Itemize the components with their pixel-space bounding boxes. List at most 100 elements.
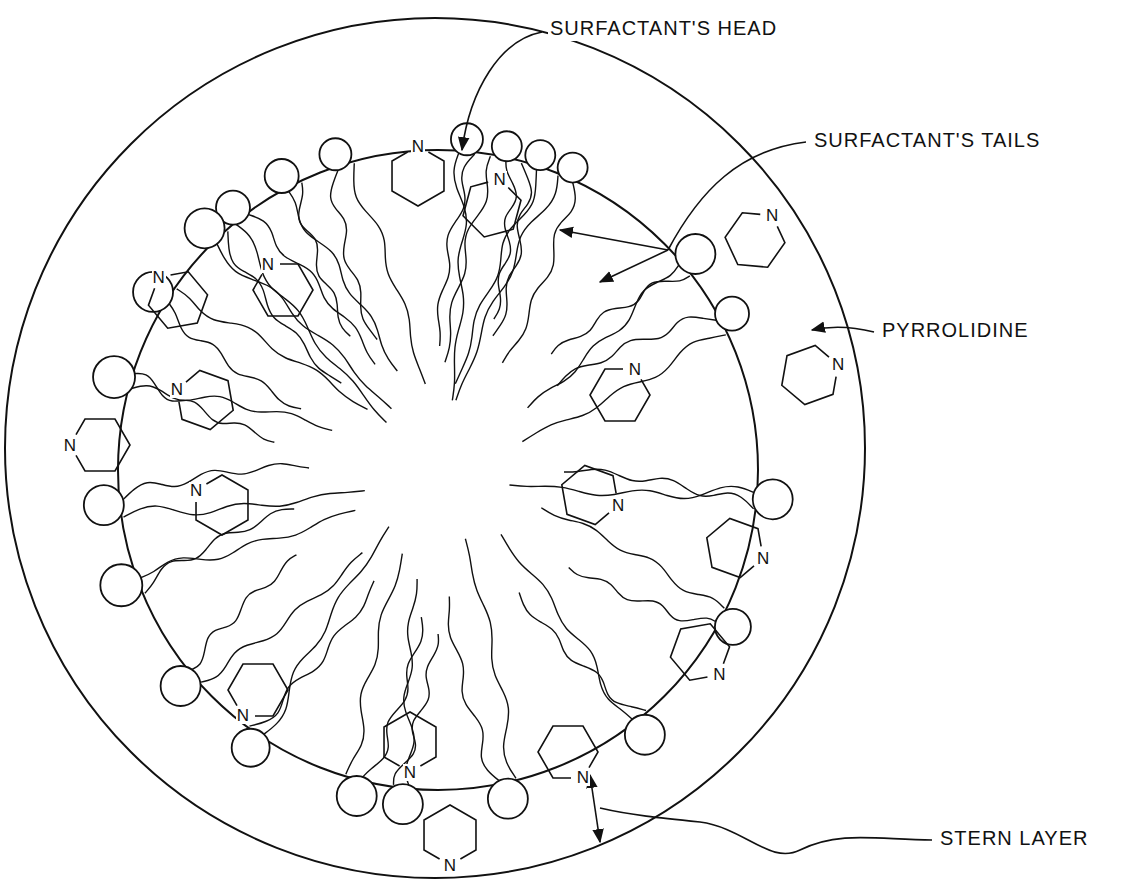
hexagon-outline [582, 357, 658, 433]
surfactant-head [161, 666, 201, 706]
surfactant-tail [551, 276, 690, 354]
ring-bonds [424, 805, 476, 859]
stern-thickness-arrow [590, 775, 600, 842]
surfactant-tail [331, 168, 378, 340]
surfactant-heads [84, 123, 793, 824]
surfactant-head [488, 779, 528, 819]
pyrrolidine-molecule: N [167, 362, 243, 438]
surfactant-tail [191, 555, 297, 670]
pyrrolidine-molecule: N [220, 652, 296, 728]
hexagon-outline [552, 457, 628, 533]
surfactant-tail [502, 182, 575, 363]
surfactant-head [715, 297, 749, 331]
surfactant-tail [448, 596, 500, 781]
ring-bonds [179, 370, 233, 429]
surfactant-head [337, 776, 377, 816]
hexagon-outline [245, 252, 321, 328]
surfactant-tail [438, 154, 475, 346]
surfactant-tail [501, 534, 634, 720]
pyrrolidine-leader [812, 327, 874, 332]
hexagon-outline [717, 202, 793, 278]
nitrogen-atom: N [403, 764, 417, 781]
pyrrolidine-molecule: N [184, 467, 260, 543]
nitrogen-atom: N [261, 256, 275, 273]
surfactant-head [185, 208, 225, 248]
hexagon-outline [662, 614, 738, 690]
surfactant-tail [135, 374, 274, 443]
micelle-core-boundary [118, 150, 758, 790]
surfactant-tail [404, 579, 417, 787]
pyrrolidine-molecule: N [372, 704, 448, 780]
surfactant-tail [456, 176, 558, 401]
leader-lines [462, 32, 932, 854]
surfactant-head [232, 729, 270, 767]
surfactant-tail [145, 509, 294, 593]
head-callout: SURFACTANT'S HEAD [548, 16, 779, 41]
pyrrolidine-molecule: N [662, 614, 738, 690]
nitrogen-atom: N [170, 381, 184, 398]
nitrogen-atom: N [152, 269, 166, 286]
nitrogen-atom: N [576, 769, 590, 786]
surfactant-tail [564, 469, 754, 509]
pyrrolidine-molecule: N [140, 262, 216, 338]
pyrrolidine-callout: PYRROLIDINE [880, 318, 1031, 343]
hexagon-outline [772, 337, 848, 413]
surfactant-tail [201, 553, 362, 683]
pyrrolidine-molecule: N [772, 337, 848, 413]
surfactant-head [492, 131, 522, 161]
surfactant-head [525, 140, 555, 170]
ring-bonds [384, 712, 436, 766]
ring-bonds [463, 182, 521, 237]
nitrogen-atom: N [236, 707, 250, 724]
surfactant-tail [541, 508, 724, 609]
surfactant-head [451, 123, 483, 155]
surfactant-head [675, 234, 715, 274]
head-leader [462, 32, 542, 150]
surfactant-tail [299, 183, 351, 337]
hexagon-outline [184, 467, 260, 543]
pyrrolidine-molecule: N [62, 407, 138, 483]
surfactant-tail [522, 335, 726, 442]
tails-leader-arrow [600, 250, 668, 282]
pyrrolidine-molecule: N [380, 138, 456, 214]
surfactant-tail [122, 464, 309, 502]
surfactant-tail [177, 289, 368, 410]
ring-bonds [562, 465, 616, 524]
nitrogen-atom: N [712, 666, 726, 683]
ring-bonds [76, 419, 130, 471]
surfactant-head [383, 784, 423, 824]
tails-callout: SURFACTANT'S TAILS [812, 128, 1042, 153]
hexagon-outline [167, 362, 243, 438]
tails-leader-arrow [560, 230, 668, 250]
stern-leader [600, 808, 932, 854]
surfactant-tail [124, 491, 365, 517]
nitrogen-atom: N [63, 437, 77, 454]
pyrrolidine-molecule: N [697, 510, 773, 586]
surfactant-tail [528, 264, 680, 408]
surfactant-head [84, 485, 124, 525]
surfactant-tails [122, 153, 756, 787]
surfactant-tail [228, 231, 341, 383]
surfactant-tail [236, 224, 386, 422]
pyrrolidine-molecule: N [530, 714, 606, 790]
nitrogen-atom: N [443, 857, 457, 874]
pyrrolidine-molecule: N [717, 202, 793, 278]
hexagon-outline [530, 714, 606, 790]
surfactant-tail [354, 163, 426, 384]
surfactant-tail [569, 567, 717, 622]
ring-bonds [196, 475, 248, 535]
nitrogen-atom: N [765, 207, 779, 224]
nitrogen-atom: N [611, 497, 625, 514]
nitrogen-atom: N [628, 361, 642, 378]
hexagon-outline [220, 652, 296, 728]
ring-bonds [392, 152, 444, 206]
nitrogen-atom: N [411, 138, 425, 155]
surfactant-tail [346, 554, 402, 775]
nitrogen-atom: N [189, 482, 203, 499]
surfactant-head [625, 715, 665, 755]
nitrogen-atom: N [756, 550, 770, 567]
surfactant-tail [557, 317, 718, 386]
pyrrolidine-molecule: N [245, 252, 321, 328]
